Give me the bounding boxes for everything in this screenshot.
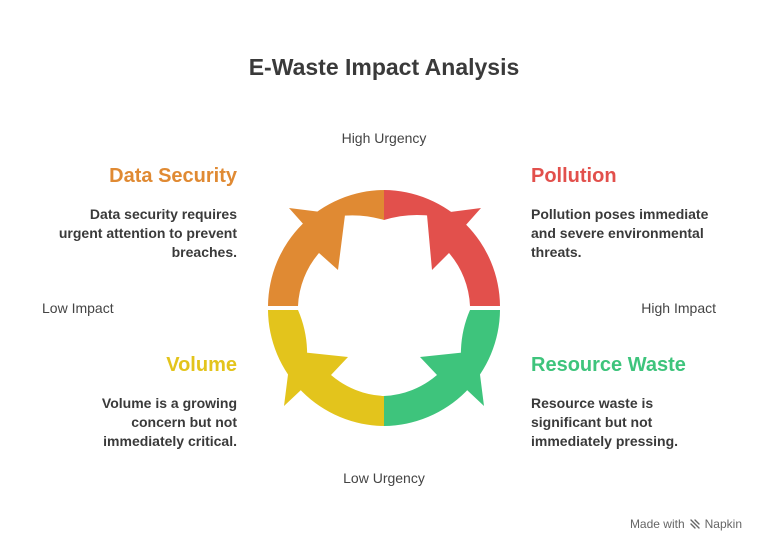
napkin-brand: Napkin [704,517,742,531]
segment-resource-waste [384,310,500,426]
segment-volume [268,310,384,426]
pollution-heading: Pollution [531,165,617,187]
description-line: significant but not [531,414,653,430]
segment-pollution [384,190,500,306]
made-with-napkin-footer[interactable]: Made with Napkin [630,517,742,531]
description-line: concern but not [131,414,237,430]
data-security-heading: Data Security [109,165,237,187]
napkin-logo-icon [689,519,700,529]
description-line: Pollution poses immediate [531,206,709,222]
data-security-description: Data security requires urgent attention … [22,205,237,262]
resource-waste-description: Resource waste is significant but not im… [531,394,746,451]
axis-label-high-urgency: High Urgency [341,130,427,146]
axis-label-high-impact: High Impact [641,300,716,316]
volume-description: Volume is a growing concern but not imme… [22,394,237,451]
axis-label-low-impact: Low Impact [42,300,114,316]
volume-heading: Volume [166,354,237,376]
resource-waste-heading: Resource Waste [531,354,686,376]
description-line: immediately critical. [103,433,237,449]
description-line: Volume is a growing [101,395,237,411]
axis-label-low-urgency: Low Urgency [343,470,425,486]
pollution-description: Pollution poses immediate and severe env… [531,205,746,262]
made-with-label: Made with [629,517,685,531]
description-line: and severe environmental [531,225,704,241]
page-title: E-Waste Impact Analysis [248,54,520,80]
description-line: urgent attention to prevent [58,225,237,241]
description-line: Data security requires [89,206,237,222]
description-line: immediately pressing. [531,433,679,449]
description-line: breaches. [171,244,237,260]
segment-data-security [268,190,384,306]
description-line: threats. [531,244,582,260]
description-line: Resource waste is [531,395,654,411]
